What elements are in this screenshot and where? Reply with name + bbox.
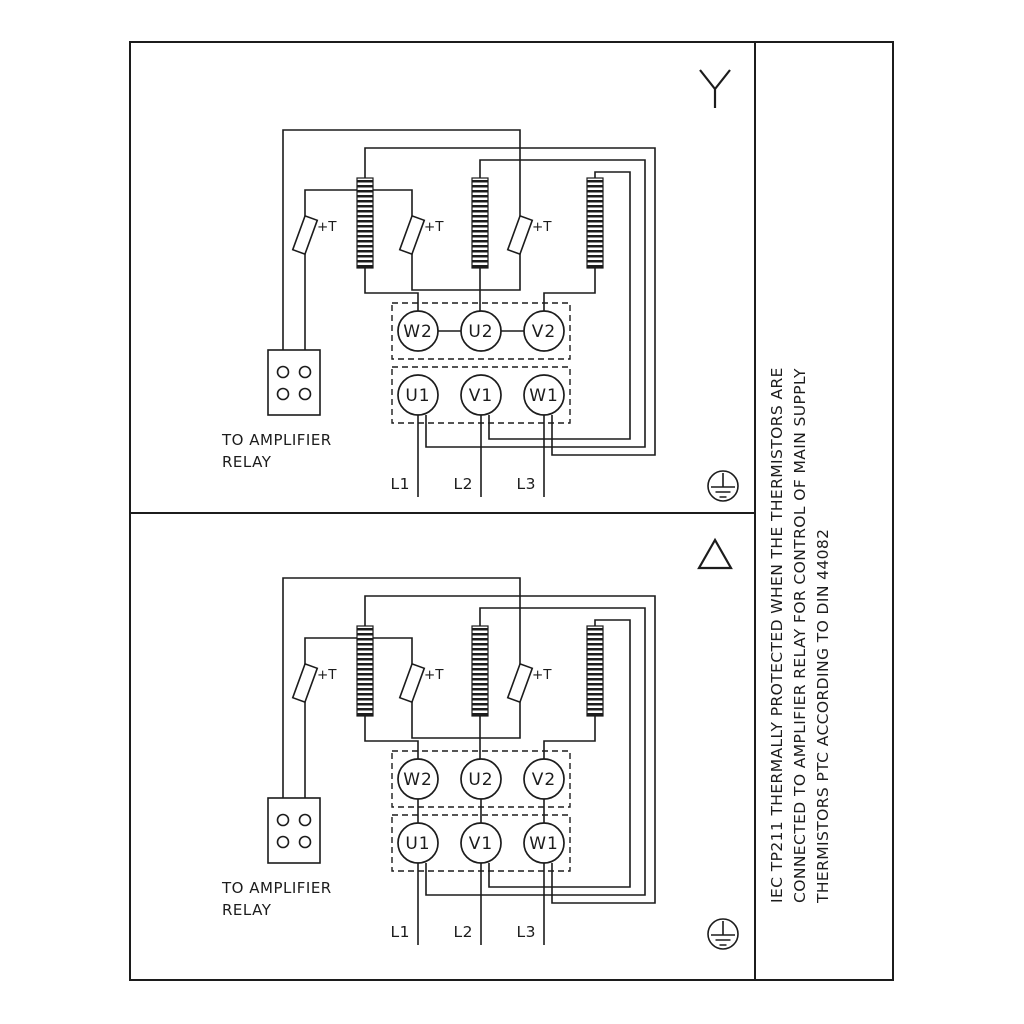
wire bbox=[364, 716, 419, 759]
thermistor-icon bbox=[398, 214, 426, 256]
terminal-v1 bbox=[460, 374, 502, 416]
relay-terminal bbox=[276, 365, 290, 379]
relay-terminal bbox=[276, 387, 290, 401]
panel-star-connection: +T +T +T W2 U2 V2 U1 V1 W1 L1 L2 L3 TO A… bbox=[221, 69, 739, 502]
winding-bar bbox=[471, 177, 489, 269]
terminal-w2 bbox=[397, 758, 439, 800]
terminal-u2 bbox=[460, 758, 502, 800]
wire bbox=[364, 147, 656, 456]
thermistor-circuit-wire bbox=[282, 129, 521, 350]
note-line-1: IEC TP211 THERMALLY PROTECTED WHEN THE T… bbox=[768, 367, 786, 903]
thermistor-label: +T bbox=[317, 219, 337, 235]
supply-label-l3: L3 bbox=[517, 923, 537, 941]
thermistor-label: +T bbox=[532, 667, 552, 683]
terminal-v2 bbox=[523, 310, 565, 352]
thermistor-icon bbox=[398, 662, 426, 704]
terminal-label-v1: V1 bbox=[469, 834, 493, 854]
wire bbox=[488, 619, 631, 888]
terminal-w1 bbox=[523, 822, 565, 864]
supply-label-l1: L1 bbox=[391, 475, 411, 493]
note-line-3: THERMISTORS PTC ACCORDING TO DIN 44082 bbox=[814, 529, 832, 904]
thermistor-label: +T bbox=[317, 667, 337, 683]
winding-bar bbox=[586, 625, 604, 717]
winding-bar bbox=[356, 625, 374, 717]
thermistor-label: +T bbox=[424, 219, 444, 235]
terminal-label-u1: U1 bbox=[405, 386, 430, 406]
star-icon bbox=[699, 69, 731, 108]
supply-label-l3: L3 bbox=[517, 475, 537, 493]
wire bbox=[425, 159, 646, 448]
terminal-block-outline bbox=[391, 366, 571, 424]
wire bbox=[488, 171, 631, 440]
delta-icon bbox=[697, 537, 733, 570]
wire bbox=[364, 268, 419, 311]
winding-bar bbox=[356, 177, 374, 269]
thermistor-icon bbox=[291, 662, 319, 704]
terminal-label-w1: W1 bbox=[529, 834, 559, 854]
terminal-u1 bbox=[397, 822, 439, 864]
relay-terminal bbox=[276, 835, 290, 849]
thermistor-circuit-wire bbox=[411, 701, 521, 739]
relay-label-line1: TO AMPLIFIER bbox=[221, 879, 332, 897]
terminal-label-w2: W2 bbox=[403, 770, 433, 790]
terminal-v1 bbox=[460, 822, 502, 864]
diagram-border bbox=[129, 41, 894, 981]
thermistor-icon bbox=[506, 214, 534, 256]
supply-label-l2: L2 bbox=[454, 923, 474, 941]
note-column: IEC TP211 THERMALLY PROTECTED WHEN THE T… bbox=[768, 367, 832, 904]
terminal-w2 bbox=[397, 310, 439, 352]
terminal-w1 bbox=[523, 374, 565, 416]
thermistor-icon bbox=[506, 662, 534, 704]
wire bbox=[364, 595, 656, 904]
wire bbox=[543, 268, 596, 311]
amplifier-relay-connector bbox=[267, 797, 321, 864]
relay-terminal bbox=[298, 813, 312, 827]
terminal-label-u1: U1 bbox=[405, 834, 430, 854]
earth-ground-icon bbox=[707, 918, 739, 950]
wire bbox=[543, 716, 596, 759]
thermistor-circuit-wire bbox=[411, 253, 521, 291]
terminal-u1 bbox=[397, 374, 439, 416]
relay-terminal bbox=[276, 813, 290, 827]
terminal-block-outline bbox=[391, 302, 571, 360]
supply-label-l1: L1 bbox=[391, 923, 411, 941]
terminal-label-u2: U2 bbox=[468, 770, 493, 790]
relay-terminal bbox=[298, 365, 312, 379]
relay-terminal bbox=[298, 835, 312, 849]
wire bbox=[425, 607, 646, 896]
supply-label-l2: L2 bbox=[454, 475, 474, 493]
terminal-u2 bbox=[460, 310, 502, 352]
note-line-2: CONNECTED TO AMPLIFIER RELAY FOR CONTROL… bbox=[791, 368, 809, 903]
terminal-v2 bbox=[523, 758, 565, 800]
delta-bridge-link bbox=[417, 799, 545, 823]
earth-ground-icon bbox=[707, 470, 739, 502]
winding-bar bbox=[471, 625, 489, 717]
relay-label-line2: RELAY bbox=[222, 453, 272, 471]
winding-bar bbox=[586, 177, 604, 269]
terminal-label-v2: V2 bbox=[532, 770, 556, 790]
panel-delta-connection: +T +T +T W2 U2 V2 U1 V1 W1 L1 L2 L3 TO A… bbox=[221, 537, 739, 950]
terminal-label-u2: U2 bbox=[468, 322, 493, 342]
relay-label-line1: TO AMPLIFIER bbox=[221, 431, 332, 449]
thermistor-label: +T bbox=[532, 219, 552, 235]
terminal-label-v2: V2 bbox=[532, 322, 556, 342]
thermistor-icon bbox=[291, 214, 319, 256]
terminal-label-v1: V1 bbox=[469, 386, 493, 406]
amplifier-relay-connector bbox=[267, 349, 321, 416]
thermistor-circuit-wire bbox=[282, 577, 521, 798]
relay-label-line2: RELAY bbox=[222, 901, 272, 919]
terminal-label-w2: W2 bbox=[403, 322, 433, 342]
terminal-label-w1: W1 bbox=[529, 386, 559, 406]
relay-terminal bbox=[298, 387, 312, 401]
terminal-block-outline bbox=[391, 814, 571, 872]
thermistor-label: +T bbox=[424, 667, 444, 683]
